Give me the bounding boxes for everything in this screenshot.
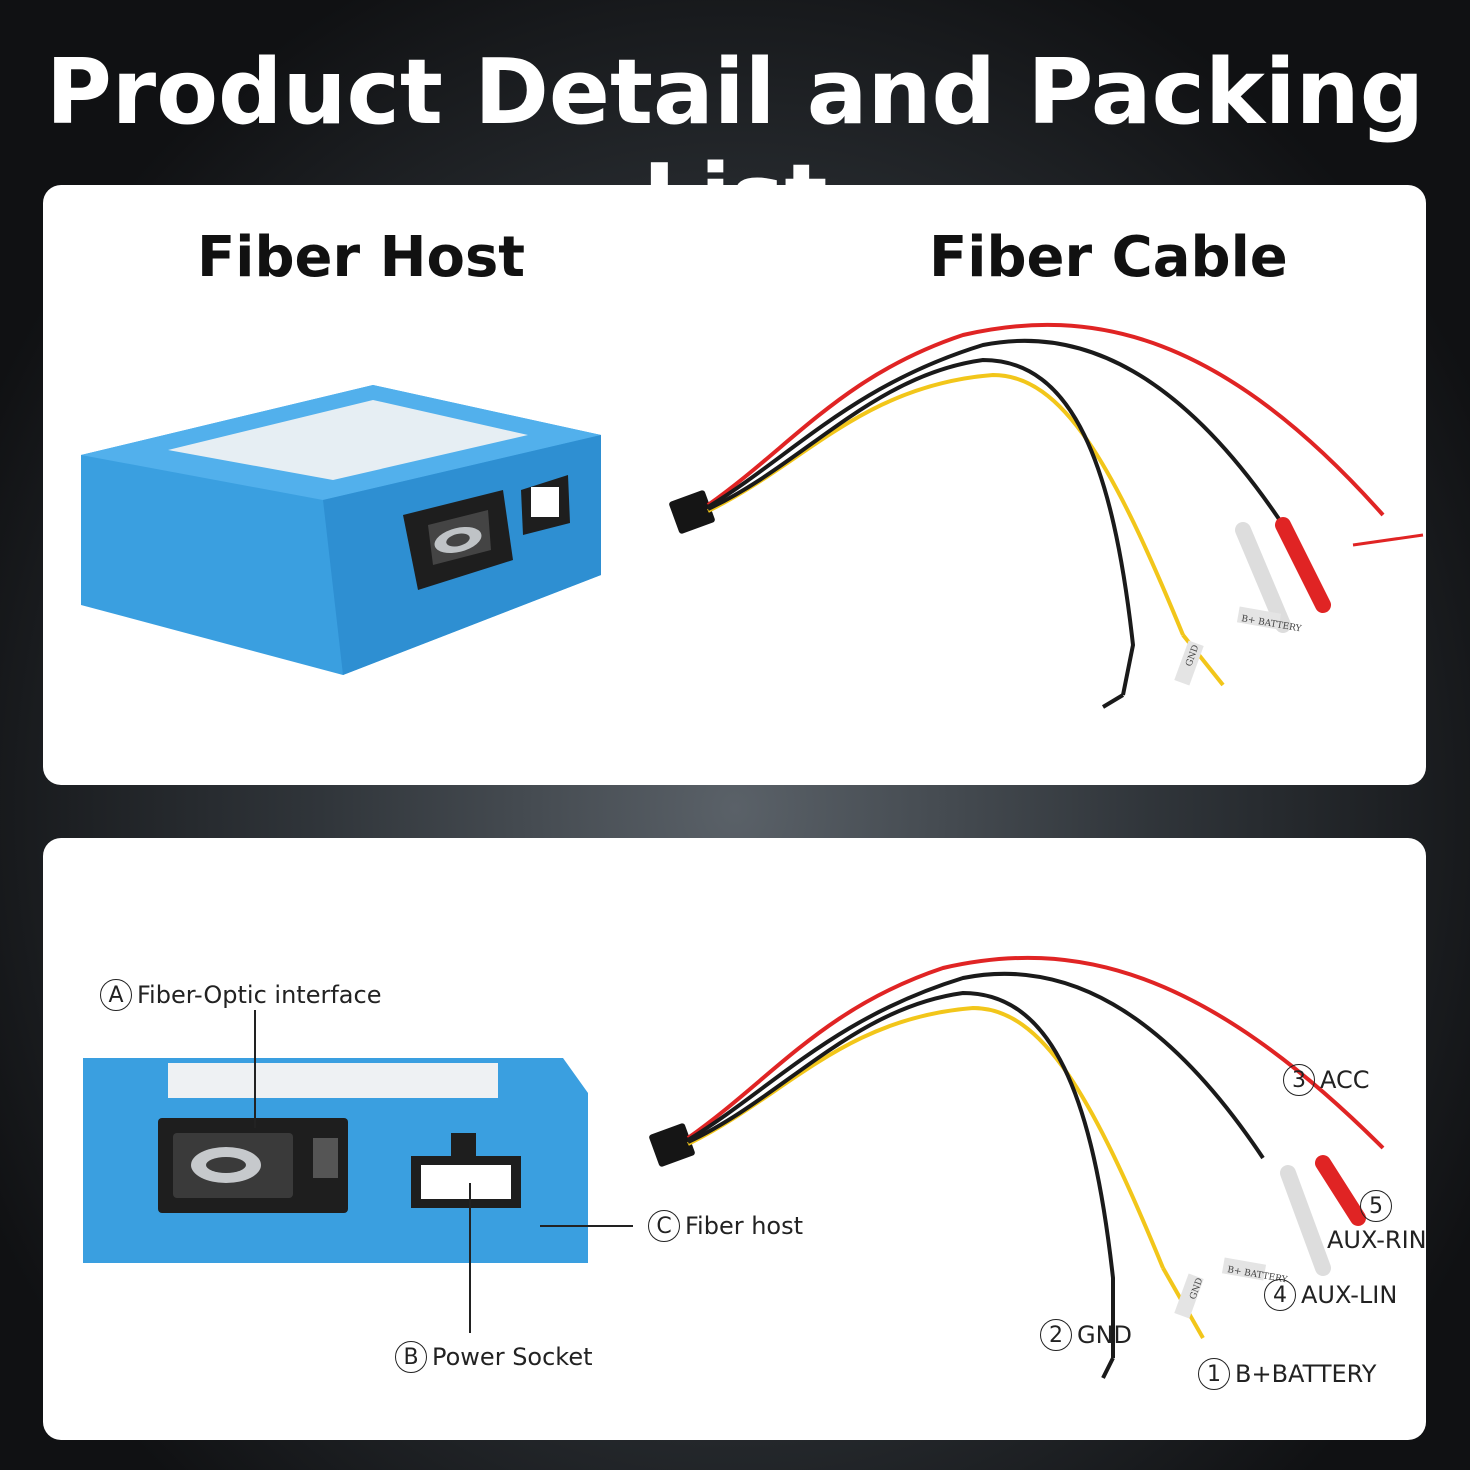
callout-power-socket: B Power Socket bbox=[395, 1341, 593, 1373]
callout-label: AUX-RIN bbox=[1327, 1226, 1427, 1254]
callout-label: Fiber-Optic interface bbox=[137, 981, 382, 1009]
callout-label: B+BATTERY bbox=[1235, 1360, 1377, 1388]
callout-label: ACC bbox=[1320, 1066, 1370, 1094]
callout-label: Fiber host bbox=[685, 1212, 804, 1240]
callout-marker: A bbox=[100, 979, 132, 1011]
callout-c-line bbox=[540, 1225, 633, 1227]
callout-marker: 5 bbox=[1360, 1190, 1392, 1222]
callout-fiber-optic-interface: A Fiber-Optic interface bbox=[100, 979, 381, 1011]
callout-aux-rin-marker: 5 bbox=[1360, 1190, 1397, 1222]
callout-label: AUX-LIN bbox=[1301, 1281, 1398, 1309]
callout-marker: C bbox=[648, 1210, 680, 1242]
fiber-host-front-image bbox=[83, 1058, 588, 1263]
callout-b-line bbox=[469, 1183, 471, 1333]
callout-marker: 1 bbox=[1198, 1358, 1230, 1390]
fiber-cable-heading: Fiber Cable bbox=[929, 225, 1288, 290]
page-title: Product Detail and Packing List bbox=[45, 40, 1425, 250]
callout-acc: 3 ACC bbox=[1283, 1064, 1370, 1096]
detail-panel: A Fiber-Optic interface B Power Socket C… bbox=[43, 838, 1427, 1440]
callout-marker: 4 bbox=[1264, 1279, 1296, 1311]
fiber-host-heading: Fiber Host bbox=[197, 225, 526, 290]
callout-aux-rin: AUX-RIN bbox=[1327, 1226, 1427, 1254]
callout-fiber-host: C Fiber host bbox=[648, 1210, 803, 1242]
callout-marker: 3 bbox=[1283, 1064, 1315, 1096]
callout-label: Power Socket bbox=[432, 1343, 593, 1371]
fiber-cable-labeled-image: GND B+ BATTERY bbox=[649, 955, 1385, 1379]
callout-b-battery: 1 B+BATTERY bbox=[1198, 1358, 1376, 1390]
callout-label: GND bbox=[1077, 1321, 1133, 1349]
callout-a-line bbox=[254, 1010, 256, 1128]
overview-panel: Fiber Host Fiber Cable GND B+ BATTERY bbox=[43, 185, 1426, 785]
callout-aux-lin: 4 AUX-LIN bbox=[1264, 1279, 1397, 1311]
callout-marker: B bbox=[395, 1341, 427, 1373]
fiber-cable-image: GND B+ BATTERY bbox=[669, 322, 1424, 709]
callout-marker: 2 bbox=[1040, 1319, 1072, 1351]
fiber-host-image bbox=[81, 385, 601, 675]
callout-gnd: 2 GND bbox=[1040, 1319, 1132, 1351]
